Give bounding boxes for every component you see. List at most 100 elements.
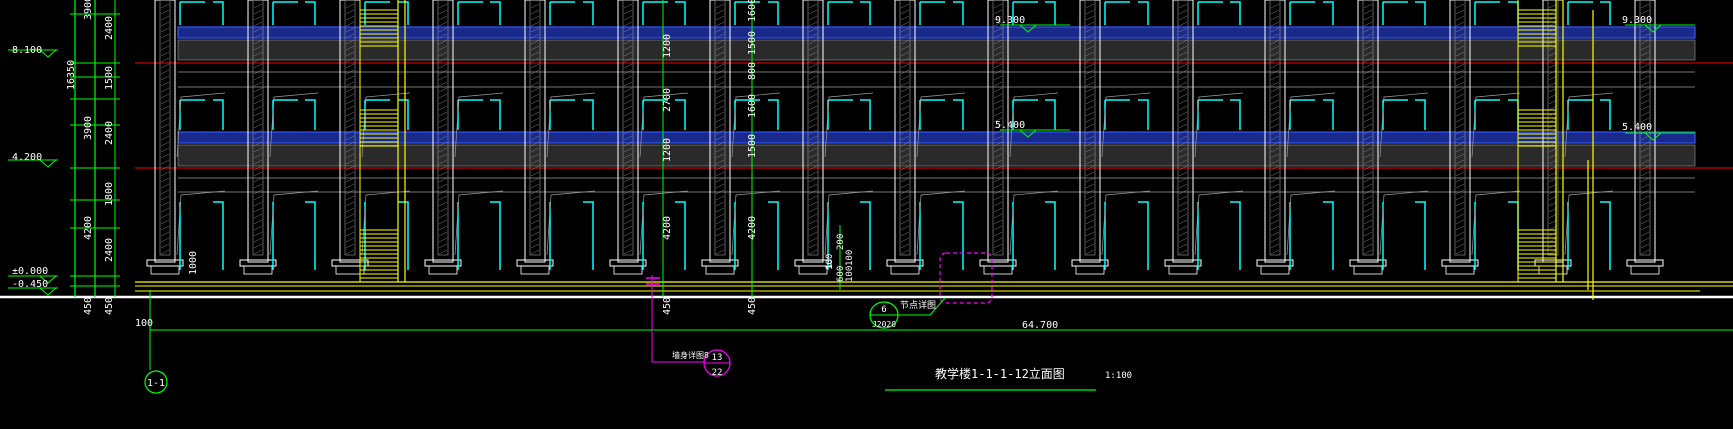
column-hatch <box>345 189 355 195</box>
window-frame <box>675 201 686 270</box>
column-plinth-3 <box>428 265 458 275</box>
dim-b-1600-upper: 1600 <box>747 0 758 22</box>
column-hatch <box>623 75 633 81</box>
column-hatch <box>1085 171 1095 177</box>
window-frame <box>305 201 316 270</box>
column-base-9 <box>979 259 1017 267</box>
column-hatch <box>160 165 170 171</box>
shade-line <box>1194 92 1244 158</box>
column-hatch <box>1085 237 1095 243</box>
dim-1000: 1000 <box>188 251 199 275</box>
dim-3900-lower: 3900 <box>83 116 94 140</box>
column-hatch <box>1270 111 1280 117</box>
column-hatch <box>1085 243 1095 249</box>
window-frame <box>953 99 964 130</box>
column-hatch <box>1270 165 1280 171</box>
column-hatch <box>253 3 263 9</box>
window-frame <box>1323 201 1334 270</box>
dim-b-1600-lower: 1600 <box>747 94 758 118</box>
column-hatch <box>530 15 540 21</box>
column-hatch <box>1085 123 1095 129</box>
column-hatch <box>900 159 910 165</box>
shade-line <box>361 92 411 158</box>
column-hatch <box>1640 75 1650 81</box>
window-frame <box>1045 1 1056 25</box>
column-hatch <box>1363 171 1373 177</box>
column-hatch <box>345 51 355 57</box>
column-hatch <box>1455 135 1465 141</box>
column-base-13 <box>1349 259 1387 267</box>
column-hatch <box>160 201 170 207</box>
column-hatch <box>1085 15 1095 21</box>
column-hatch <box>623 147 633 153</box>
column-hatch <box>438 9 448 15</box>
column-hatch <box>160 9 170 15</box>
column-plinth-13 <box>1353 265 1383 275</box>
column-hatch <box>1640 9 1650 15</box>
column-0 <box>154 0 176 263</box>
column-hatch <box>1640 51 1650 57</box>
column-hatch <box>1363 69 1373 75</box>
column-hatch <box>160 63 170 69</box>
window-frame <box>1600 99 1611 130</box>
column-hatch <box>1363 9 1373 15</box>
column-hatch <box>1455 201 1465 207</box>
column-hatch <box>530 21 540 27</box>
column-hatch <box>623 105 633 111</box>
column-hatch <box>1363 105 1373 111</box>
column-hatch <box>438 39 448 45</box>
column-hatch <box>900 147 910 153</box>
column-plinth-11 <box>1168 265 1198 275</box>
column-hatch <box>808 63 818 69</box>
column-inner-15 <box>1547 0 1559 256</box>
column-hatch <box>160 189 170 195</box>
column-hatch <box>623 177 633 183</box>
column-hatch <box>438 213 448 219</box>
column-hatch <box>623 183 633 189</box>
column-hatch <box>808 111 818 117</box>
column-hatch <box>1085 225 1095 231</box>
window-frame <box>1045 201 1056 270</box>
column-hatch <box>1270 75 1280 81</box>
column-inner-7 <box>807 0 819 256</box>
column-hatch <box>530 195 540 201</box>
column-hatch <box>1455 237 1465 243</box>
column-hatch <box>1085 69 1095 75</box>
column-hatch <box>1178 45 1188 51</box>
window-frame <box>1045 99 1056 130</box>
shade-line <box>639 190 689 256</box>
column-hatch <box>160 45 170 51</box>
column-hatch <box>715 153 725 159</box>
column-hatch <box>1640 249 1650 255</box>
column-hatch <box>438 123 448 129</box>
column-hatch <box>623 225 633 231</box>
column-hatch <box>715 33 725 39</box>
column-hatch <box>808 99 818 105</box>
column-hatch <box>808 117 818 123</box>
column-hatch <box>160 99 170 105</box>
column-hatch <box>1178 111 1188 117</box>
column-hatch <box>900 135 910 141</box>
column-hatch <box>530 57 540 63</box>
column-hatch <box>1270 237 1280 243</box>
column-hatch <box>715 87 725 93</box>
column-hatch <box>715 189 725 195</box>
shade-line <box>1471 190 1521 256</box>
column-hatch <box>345 21 355 27</box>
column-hatch <box>438 171 448 177</box>
column-hatch <box>1178 63 1188 69</box>
column-hatch <box>530 171 540 177</box>
column-base-6 <box>701 259 739 267</box>
column-hatch <box>1640 39 1650 45</box>
column-hatch <box>900 27 910 33</box>
column-base-8 <box>886 259 924 267</box>
column-hatch <box>253 117 263 123</box>
column-hatch <box>715 141 725 147</box>
column-hatch <box>1363 219 1373 225</box>
column-hatch <box>1363 231 1373 237</box>
column-base-11 <box>1164 259 1202 267</box>
window-frame <box>305 99 316 130</box>
column-inner-16 <box>1639 0 1651 256</box>
column-hatch <box>808 81 818 87</box>
column-hatch <box>623 21 633 27</box>
